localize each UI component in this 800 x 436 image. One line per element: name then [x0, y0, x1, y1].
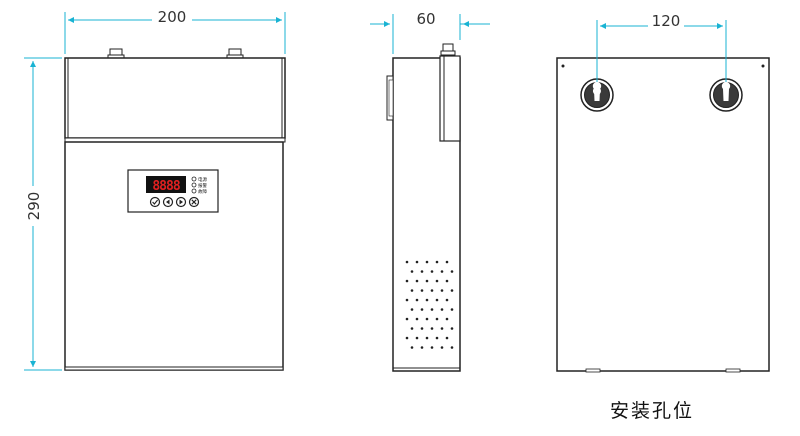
vent-hole [405, 317, 409, 321]
front-lid [64, 57, 286, 139]
led-alarm-label: 报警 [198, 182, 207, 189]
hole-spacing-label: 120 [652, 12, 681, 30]
vent-hole [445, 260, 449, 264]
vent-hole [435, 317, 439, 321]
vent-hole [415, 260, 419, 264]
check-button[interactable] [149, 196, 161, 208]
vent-hole [425, 260, 429, 264]
vent-hole [435, 279, 439, 283]
vent-hole [435, 336, 439, 340]
led-fault-label: 故障 [198, 188, 207, 195]
vent-holes [405, 260, 454, 349]
vent-hole [415, 317, 419, 321]
front-width-dimension: 200 [64, 8, 286, 54]
vent-hole [430, 346, 434, 349]
vent-hole [440, 270, 444, 273]
vent-hole [450, 270, 454, 273]
vent-hole [450, 308, 454, 311]
vent-hole [415, 279, 419, 283]
vent-hole [450, 289, 454, 292]
vent-hole [425, 298, 429, 302]
vent-hole [415, 336, 419, 340]
vent-hole [420, 327, 424, 330]
vent-hole [430, 308, 434, 311]
vent-hole [445, 317, 449, 321]
vent-hole [420, 289, 424, 292]
vent-hole [430, 289, 434, 292]
vent-hole [405, 260, 409, 264]
vent-hole [410, 327, 414, 330]
vent-hole [425, 336, 429, 340]
vent-hole [410, 346, 414, 349]
vent-hole [440, 327, 444, 330]
vent-hole [405, 336, 409, 340]
vent-hole [410, 308, 414, 311]
vent-hole [410, 289, 414, 292]
screw-top-left [561, 64, 565, 68]
vent-hole [435, 298, 439, 302]
vent-hole [425, 317, 429, 321]
panel-buttons[interactable] [149, 196, 200, 208]
side-depth-label: 60 [416, 10, 435, 28]
led-power-label: 电源 [198, 176, 207, 183]
front-height-dimension: 290 [24, 57, 62, 371]
vent-hole [420, 308, 424, 311]
vent-hole [430, 270, 434, 273]
vent-hole [440, 289, 444, 292]
indicator-leds: 电源 报警 故障 [191, 176, 207, 195]
front-view: 8888 电源 报警 故障 [64, 48, 286, 371]
digital-display [146, 176, 186, 193]
mounting-hole-left [580, 78, 614, 112]
left-arrow-button[interactable] [162, 196, 174, 208]
mounting-hole-right [709, 78, 743, 112]
screw-top-right [761, 64, 765, 68]
front-height-label: 290 [25, 192, 43, 221]
led-alarm [191, 182, 197, 188]
vent-hole [445, 298, 449, 302]
vent-hole [410, 270, 414, 273]
right-arrow-button[interactable] [175, 196, 187, 208]
vent-hole [420, 270, 424, 273]
cancel-button[interactable] [188, 196, 200, 208]
vent-hole [445, 336, 449, 340]
vent-hole [430, 327, 434, 330]
vent-hole [440, 308, 444, 311]
led-fault [191, 188, 197, 194]
hole-spacing-dimension: 120 [596, 12, 727, 82]
vent-hole [405, 279, 409, 283]
side-lid [439, 55, 461, 142]
front-width-label: 200 [158, 8, 187, 26]
vent-hole [435, 260, 439, 264]
vent-hole [420, 346, 424, 349]
display-digits: 8888 [152, 179, 180, 194]
back-view [556, 57, 770, 373]
led-power [191, 176, 197, 182]
side-depth-dimension: 60 [370, 10, 490, 54]
vent-hole [450, 346, 454, 349]
mounting-holes-caption: 安装孔位 [610, 400, 695, 422]
vent-hole [450, 327, 454, 330]
vent-hole [425, 279, 429, 283]
vent-hole [440, 346, 444, 349]
vent-hole [415, 298, 419, 302]
vent-hole [405, 298, 409, 302]
vent-hole [445, 279, 449, 283]
side-view [386, 43, 461, 372]
